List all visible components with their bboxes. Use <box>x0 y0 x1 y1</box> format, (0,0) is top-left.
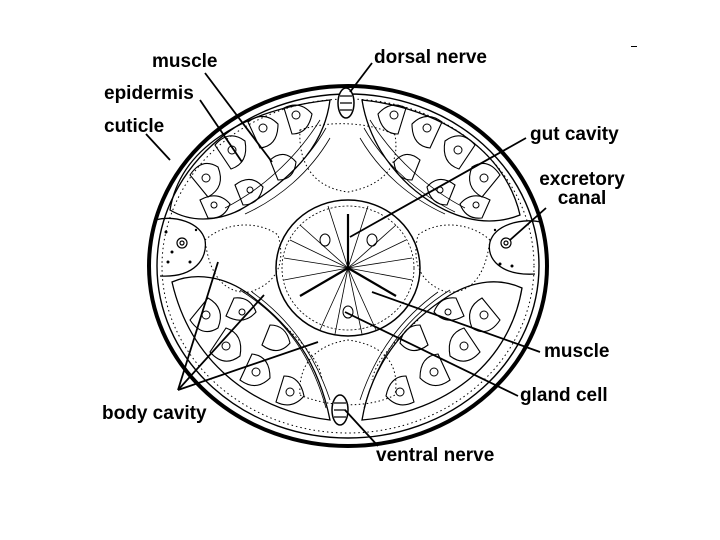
leader-dorsal-nerve <box>349 62 373 93</box>
pharynx <box>275 199 421 337</box>
label-cuticle: cuticle <box>104 116 165 137</box>
leader-gland-cell <box>344 311 519 397</box>
label-excretory-line2: canal <box>557 188 607 209</box>
label-muscle-top: muscle <box>152 51 218 72</box>
lateral-granules <box>164 228 514 268</box>
leader-epidermis <box>199 99 243 163</box>
label-ventral-nerve: ventral nerve <box>376 445 495 466</box>
label-dorsal-nerve: dorsal nerve <box>374 47 487 68</box>
label-epidermis: epidermis <box>104 83 194 104</box>
label-body-cavity: body cavity <box>102 403 207 424</box>
cuticle-outline <box>147 84 549 448</box>
gut-cavity <box>299 214 397 297</box>
gland-cells <box>319 233 378 319</box>
leader-muscle-top <box>204 72 273 163</box>
leader-body-cavity-1 <box>177 261 219 391</box>
leader-excretory <box>509 207 547 241</box>
corner-mark <box>631 46 637 47</box>
dorsal-nerve-icon <box>337 87 355 119</box>
epidermis-dotted <box>161 98 535 434</box>
leader-gut-cavity <box>349 137 527 238</box>
label-gut-cavity: gut cavity <box>530 124 619 145</box>
leader-body-cavity-2 <box>177 294 265 391</box>
ventral-nerve-icon <box>331 394 349 426</box>
muscle-cells <box>189 104 501 406</box>
leader-muscle-right <box>371 291 541 353</box>
leader-lines <box>145 62 547 447</box>
label-muscle-right: muscle <box>544 341 610 362</box>
muscle-fibrils <box>224 119 466 409</box>
leader-cuticle <box>145 133 171 161</box>
label-gland-cell: gland cell <box>520 385 608 406</box>
excretory-canal-icon <box>176 237 512 249</box>
leader-ventral-nerve <box>344 409 379 447</box>
leader-body-cavity-3 <box>177 341 319 391</box>
label-excretory-line1: excretory <box>539 169 625 190</box>
